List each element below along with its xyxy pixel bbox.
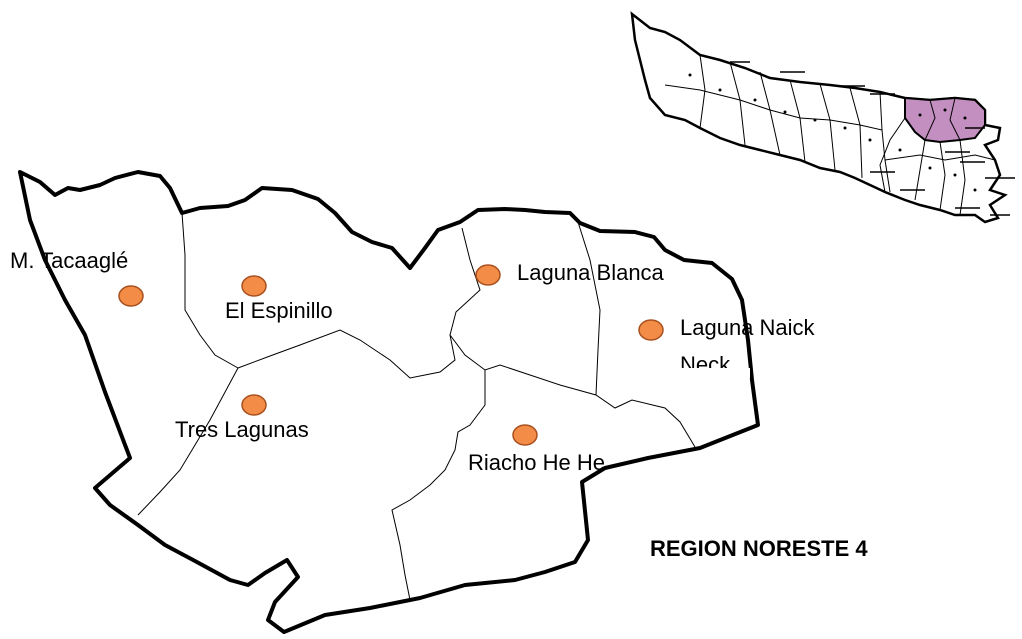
- label-riacho-he-he: Riacho He He: [468, 450, 605, 475]
- boundary-blanca-naick: [577, 221, 601, 396]
- boundary-espinillo-south: [237, 227, 481, 379]
- marker-riacho-he-he: [512, 424, 538, 446]
- internal-boundaries: [137, 212, 696, 601]
- boundary-tacaagle-tres: [137, 367, 239, 516]
- label-m-tacaagle: M. Tacaaglé: [10, 248, 128, 273]
- region-outline: [18, 170, 760, 634]
- inset-label-ticks: [730, 61, 1015, 216]
- neck-crop: [670, 368, 750, 378]
- region-title: REGION NORESTE 4: [650, 536, 868, 561]
- marker-tres-lagunas: [241, 394, 267, 416]
- boundary-tacaagle-espinillo: [181, 212, 239, 369]
- inset-province-map: [630, 11, 1015, 224]
- inset-highlight: [904, 96, 986, 144]
- locality-markers: [118, 264, 664, 446]
- label-laguna-blanca: Laguna Blanca: [517, 260, 665, 285]
- label-el-espinillo: El Espinillo: [225, 298, 333, 323]
- marker-laguna-naick: [638, 319, 664, 341]
- inset-internal-lines: [664, 54, 996, 216]
- label-tres-lagunas: Tres Lagunas: [175, 417, 309, 442]
- inset-dots: [688, 73, 977, 192]
- inset-outline: [630, 11, 1008, 224]
- boundary-riacho: [391, 370, 486, 601]
- marker-m-tacaagle: [118, 285, 144, 307]
- label-laguna-naick: Laguna Naick: [680, 315, 816, 340]
- marker-el-espinillo: [241, 275, 267, 297]
- boundary-blanca-south: [449, 334, 696, 448]
- marker-laguna-blanca: [475, 264, 501, 286]
